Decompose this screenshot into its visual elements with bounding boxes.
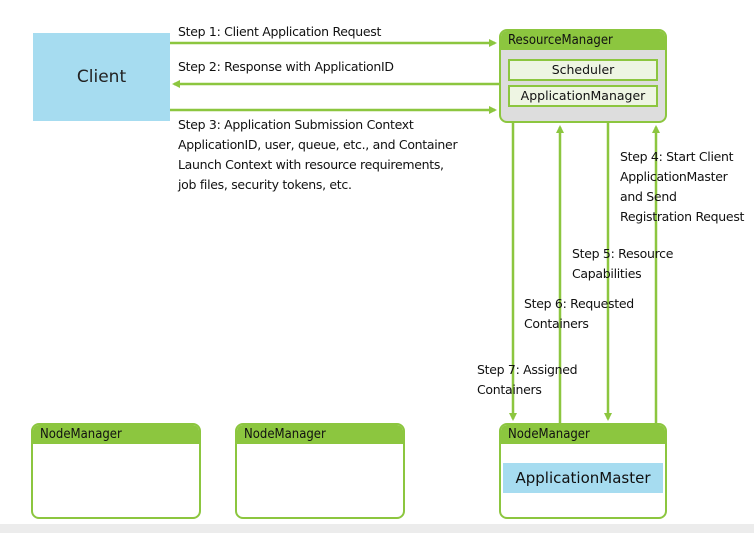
step4-line: Registration Request: [620, 209, 745, 224]
step4-label: Step 4: Start Client ApplicationMaster a…: [620, 147, 744, 227]
step6-line: Containers: [524, 316, 589, 331]
node-manager-title: NodeManager: [237, 425, 403, 444]
step3-line: ApplicationID, user, queue, etc., and Co…: [178, 137, 458, 152]
step7-line: Containers: [477, 382, 542, 397]
step5-line: Step 5: Resource: [572, 246, 674, 261]
step7-label: Step 7: Assigned Containers: [477, 360, 578, 400]
scheduler-box: Scheduler: [508, 59, 658, 81]
application-master-label: ApplicationMaster: [515, 469, 651, 487]
client-label: Client: [76, 67, 127, 87]
application-master-box: ApplicationMaster: [503, 463, 663, 493]
scheduler-label: Scheduler: [551, 62, 615, 77]
step3-line: Step 3: Application Submission Context: [178, 117, 414, 132]
step3-line: job files, security tokens, etc.: [178, 177, 352, 192]
node-manager-title: NodeManager: [501, 425, 665, 444]
step2-label: Step 2: Response with ApplicationID: [178, 59, 394, 74]
step4-line: ApplicationMaster: [620, 169, 728, 184]
application-manager-label: ApplicationManager: [520, 88, 646, 103]
step6-label: Step 6: Requested Containers: [524, 294, 634, 334]
step7-line: Step 7: Assigned: [477, 362, 578, 377]
step5-line: Capabilities: [572, 266, 642, 281]
step4-line: and Send: [620, 189, 677, 204]
client-box: Client: [33, 33, 170, 121]
step5-label: Step 5: Resource Capabilities: [572, 244, 673, 284]
step3-line: Launch Context with resource requirement…: [178, 157, 444, 172]
resource-manager-title: ResourceManager: [501, 31, 665, 50]
step6-line: Step 6: Requested: [524, 296, 634, 311]
footer-strip: [0, 524, 754, 533]
node-manager-1: NodeManager: [31, 423, 201, 519]
application-manager-box: ApplicationManager: [508, 85, 658, 107]
step3-label: Step 3: Application Submission Context A…: [178, 115, 458, 195]
node-manager-title: NodeManager: [33, 425, 199, 444]
step1-label: Step 1: Client Application Request: [178, 24, 382, 39]
step4-line: Step 4: Start Client: [620, 149, 734, 164]
node-manager-2: NodeManager: [235, 423, 405, 519]
